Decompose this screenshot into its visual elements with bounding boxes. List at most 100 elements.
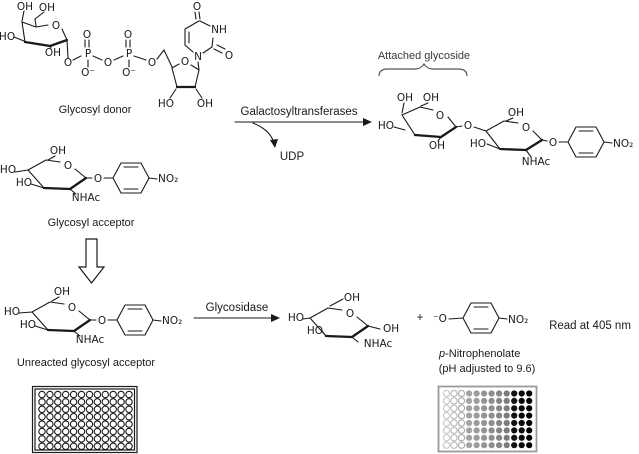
well [109, 398, 117, 406]
well [85, 442, 94, 451]
well [85, 390, 94, 399]
well [69, 435, 78, 443]
well [496, 397, 503, 404]
well [466, 412, 473, 419]
well [442, 397, 451, 405]
label-ph-note: (pH adjusted to 9.6) [439, 363, 536, 375]
well [38, 398, 46, 406]
well [511, 397, 518, 404]
atom-label: O [68, 302, 76, 314]
atom-label: NHAc [76, 334, 105, 346]
well [450, 426, 458, 435]
well [503, 442, 510, 449]
well [503, 397, 510, 404]
well [473, 442, 480, 449]
well [109, 420, 117, 428]
product-bonds [393, 102, 613, 158]
well [442, 404, 451, 412]
well [473, 390, 480, 397]
label-attached-glycoside: Attached glycoside [378, 50, 470, 62]
label-unreacted-acceptor: Unreacted glycosyl acceptor [17, 357, 156, 369]
microplate-before [31, 385, 138, 454]
atom-label: NHAc [522, 156, 551, 168]
well [503, 427, 510, 434]
label-glycosyl-acceptor: Glycosyl acceptor [48, 217, 135, 229]
well [109, 427, 117, 436]
atom-label: O [522, 122, 530, 134]
well [481, 427, 488, 434]
atom-label: O [346, 308, 354, 320]
atom-label: HO [20, 319, 36, 331]
well [61, 405, 70, 414]
well [496, 442, 503, 449]
well [518, 442, 525, 449]
well [466, 390, 473, 397]
well [125, 405, 133, 414]
well [46, 398, 54, 406]
well [526, 427, 533, 434]
atom-label: O [94, 173, 102, 185]
atom-label: O [104, 57, 112, 69]
well [496, 427, 503, 434]
well [125, 390, 133, 399]
atom-label: HO [0, 164, 16, 176]
well [117, 390, 125, 399]
well [511, 405, 518, 412]
well [85, 435, 94, 443]
well [511, 434, 518, 441]
well [511, 442, 518, 449]
well [457, 397, 466, 405]
atom-label: OH [197, 98, 213, 110]
well [466, 434, 473, 441]
nitrophenolate-rest: -Nitrophenolate [445, 348, 520, 360]
well [488, 442, 495, 449]
atom-label: OH [397, 92, 413, 104]
atom-label: ⁻O [433, 313, 447, 325]
atom-label: O [549, 137, 557, 149]
well [457, 411, 466, 420]
well [38, 390, 46, 399]
well [101, 390, 110, 399]
well [61, 398, 70, 406]
well [481, 419, 488, 427]
well [526, 397, 533, 404]
well [77, 412, 86, 421]
well [526, 419, 533, 427]
well [77, 405, 86, 414]
acceptor-bold-bonds [42, 176, 88, 191]
well [85, 405, 94, 414]
atom-label: OH [423, 92, 439, 104]
well [93, 420, 102, 428]
microplate-after [437, 385, 538, 453]
well [503, 434, 510, 441]
well [101, 442, 110, 451]
well [101, 427, 110, 436]
well [54, 420, 62, 428]
well [101, 420, 110, 428]
well [511, 412, 518, 419]
atom-label: O [225, 50, 233, 62]
plate-wells [442, 389, 533, 449]
well [488, 397, 495, 404]
well [46, 390, 54, 399]
well [457, 441, 466, 449]
well [466, 397, 473, 404]
label-glycosyl-donor: Glycosyl donor [59, 104, 132, 116]
well [93, 390, 102, 399]
atom-label: O [83, 29, 91, 41]
well [125, 442, 133, 451]
nitrophenolate-p: p [438, 348, 445, 360]
atom-label: O [64, 57, 72, 69]
well [77, 390, 86, 399]
well [77, 398, 86, 406]
well [109, 435, 117, 443]
well [473, 419, 480, 427]
well [450, 411, 458, 420]
atom-label: O [464, 120, 472, 132]
well [442, 411, 451, 420]
well [46, 420, 54, 428]
udp-curved-arrow [252, 122, 274, 141]
well [466, 427, 473, 434]
